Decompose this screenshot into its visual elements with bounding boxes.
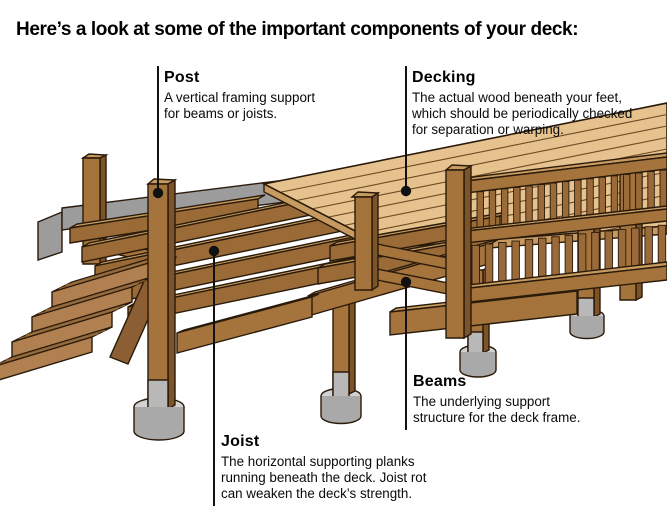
leader-dot-post bbox=[152, 187, 164, 199]
label-joist-heading: Joist bbox=[221, 433, 260, 450]
label-decking-heading: Decking bbox=[412, 69, 476, 86]
leader-dot-beams bbox=[400, 276, 412, 288]
page-title: Here’s a look at some of the important c… bbox=[16, 19, 579, 40]
label-joist-desc: The horizontal supporting planks bbox=[221, 454, 415, 469]
label-beams-desc: structure for the deck frame. bbox=[413, 409, 581, 425]
label-beams-desc: The underlying support bbox=[413, 394, 550, 409]
railing-rails bbox=[451, 152, 667, 305]
railing bbox=[444, 152, 667, 340]
label-decking: Decking The actual wood beneath your fee… bbox=[412, 69, 632, 137]
railing-corner-post bbox=[444, 164, 474, 340]
leader-dot-decking bbox=[400, 185, 412, 197]
label-joist-desc: can weaken the deck’s strength. bbox=[221, 485, 413, 501]
label-beams: Beams The underlying support structure f… bbox=[413, 373, 580, 426]
leader-lines bbox=[157, 66, 407, 506]
label-joist: Joist The horizontal supporting planks r… bbox=[221, 433, 426, 501]
leader-dot-joist bbox=[208, 245, 220, 257]
label-decking-desc: which should be periodically checked bbox=[412, 105, 633, 121]
label-post-heading: Post bbox=[164, 69, 200, 86]
label-post-desc: for beams or joists. bbox=[164, 105, 278, 121]
railing-mid-post bbox=[350, 191, 381, 292]
post-main bbox=[133, 178, 185, 441]
label-decking-desc: for separation or warping. bbox=[412, 121, 564, 137]
balusters-upper bbox=[476, 169, 667, 234]
label-post-desc: A vertical framing support bbox=[164, 90, 316, 105]
label-beams-heading: Beams bbox=[413, 373, 467, 390]
label-decking-desc: The actual wood beneath your feet, bbox=[412, 90, 622, 105]
stairs bbox=[0, 249, 177, 381]
stair-plank-lines bbox=[0, 254, 166, 364]
leader-dots bbox=[152, 185, 412, 288]
label-post: Post A vertical framing support for beam… bbox=[164, 69, 315, 122]
label-joist-desc: running beneath the deck. Joist rot bbox=[221, 469, 427, 485]
